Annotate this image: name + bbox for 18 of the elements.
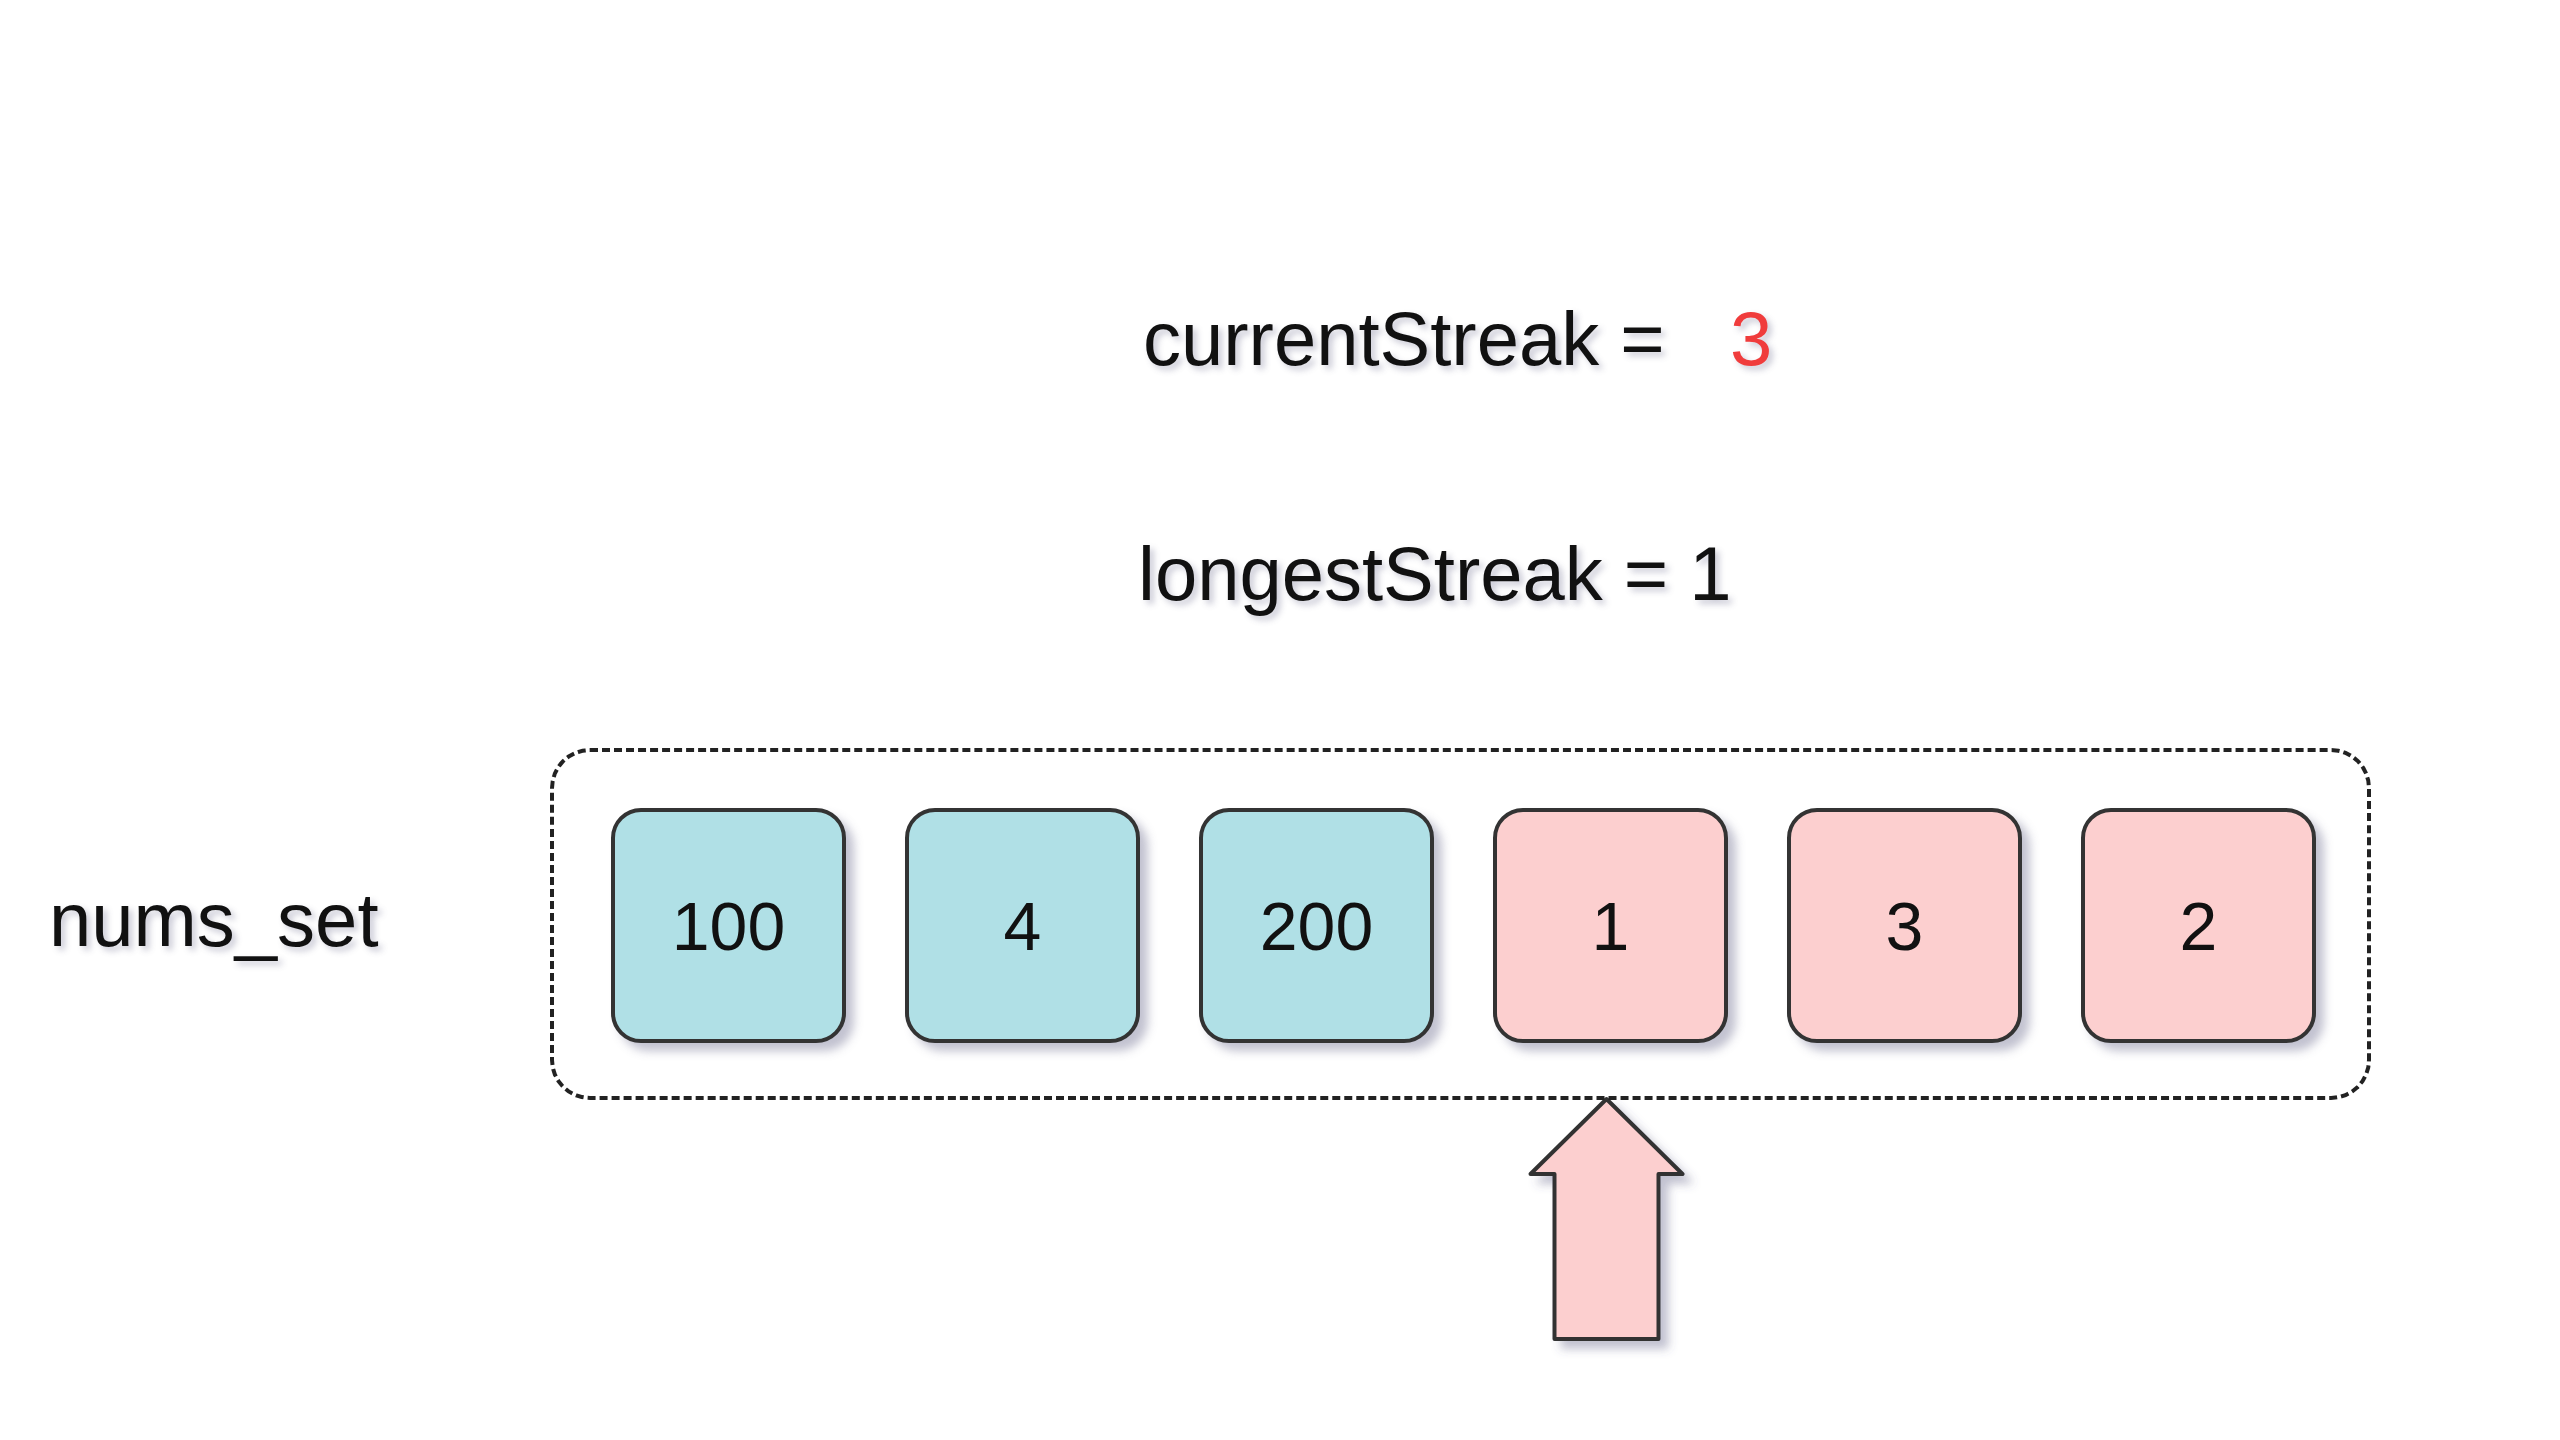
pointer-arrow — [1528, 1097, 1685, 1341]
number-box — [611, 808, 846, 1043]
number-box — [1493, 808, 1728, 1043]
variable-text: 3 — [1730, 295, 1773, 382]
number-box — [2081, 808, 2316, 1043]
number-text: 1 — [1591, 886, 1630, 965]
number-box — [905, 808, 1140, 1043]
number-text: 100 — [671, 886, 786, 965]
number-text: 4 — [1003, 886, 1042, 965]
variable-text: currentStreak = — [1143, 295, 1665, 382]
variable-text: longestStreak = 1 — [1138, 530, 1732, 617]
set-container — [550, 748, 2371, 1100]
number-box — [1787, 808, 2022, 1043]
number-text: 3 — [1885, 886, 1924, 965]
set-label: nums_set — [49, 876, 379, 963]
number-text: 200 — [1259, 886, 1374, 965]
number-text: 2 — [2179, 886, 2218, 965]
number-box — [1199, 808, 1434, 1043]
